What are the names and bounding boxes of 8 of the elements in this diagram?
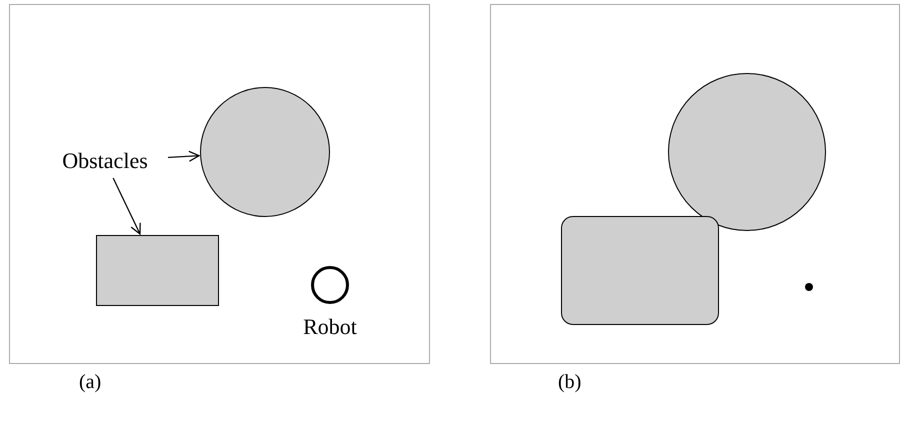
panel-caption: (b) <box>558 372 582 392</box>
arrow <box>112 178 141 235</box>
callout-label: Obstacles <box>44 146 166 176</box>
arrow <box>168 150 200 162</box>
rounded-obstacle <box>561 216 719 325</box>
rectangular-obstacle <box>96 235 219 306</box>
panel-caption: (a) <box>79 372 102 392</box>
robot-label: Robot <box>303 316 357 338</box>
